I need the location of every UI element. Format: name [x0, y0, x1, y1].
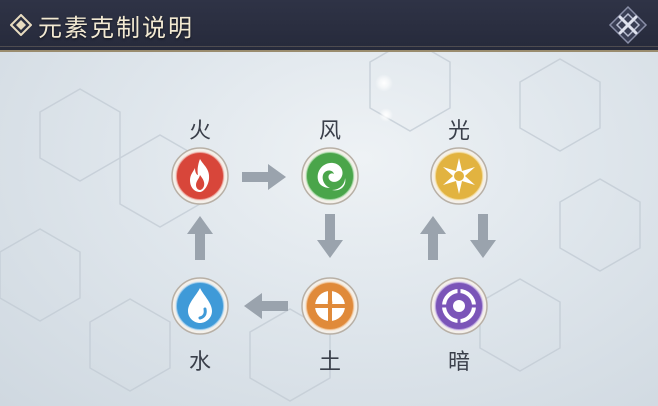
fire-label: 火 [188, 119, 211, 144]
dark-icon[interactable] [429, 276, 489, 336]
hex-background [0, 52, 641, 402]
wind-icon[interactable] [300, 146, 360, 206]
earth-icon[interactable] [300, 276, 360, 336]
light-icon[interactable] [429, 146, 489, 206]
water-label: 水 [188, 350, 211, 375]
diamond-icon [10, 14, 32, 36]
content-area: 火 风 光 [0, 52, 658, 406]
arrow-icon [470, 214, 496, 258]
sparkle [375, 74, 393, 92]
arrow-icon [420, 216, 446, 260]
sparkle [379, 108, 393, 122]
page-title: 元素克制说明 [38, 13, 194, 42]
water-icon[interactable] [170, 276, 230, 336]
title-group: 元素克制说明 [10, 7, 194, 43]
earth-label: 土 [318, 350, 341, 375]
arrow-icon [187, 216, 213, 260]
wind-label: 风 [318, 119, 341, 144]
panel-header: 元素克制说明 [0, 0, 658, 52]
arrow-icon [242, 164, 286, 190]
close-icon[interactable] [606, 3, 650, 47]
light-label: 光 [447, 119, 470, 144]
fire-icon[interactable] [170, 146, 230, 206]
dark-label: 暗 [447, 350, 470, 375]
arrow-icon [244, 293, 288, 319]
arrow-icon [317, 214, 343, 258]
